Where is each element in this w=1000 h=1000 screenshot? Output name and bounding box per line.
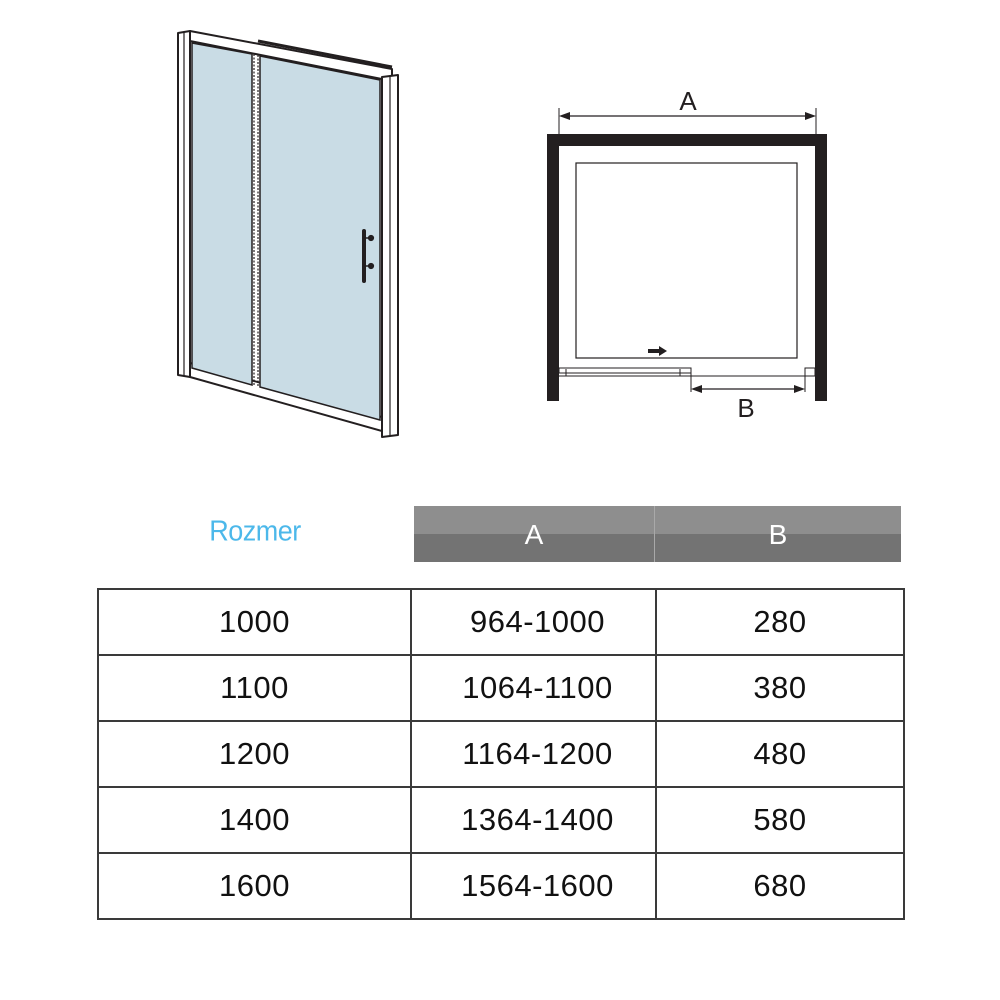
- column-header-a: A: [414, 506, 655, 562]
- size-cell: 1200: [97, 720, 412, 788]
- shower-plan-view-diagram: A B: [547, 86, 827, 423]
- size-cell: 1000: [97, 588, 412, 656]
- dimension-a-cell: 1564-1600: [410, 852, 657, 920]
- table-row: 1200 1164-1200 480: [97, 720, 905, 788]
- dimension-b-cell: 480: [655, 720, 905, 788]
- dimension-b-cell: 680: [655, 852, 905, 920]
- table-row: 1400 1364-1400 580: [97, 786, 905, 854]
- dimension-a-cell: 1164-1200: [410, 720, 657, 788]
- dimension-a-label: A: [679, 86, 697, 116]
- shower-tray-outline: [575, 162, 798, 359]
- door-track: [558, 367, 816, 392]
- size-cell: 1600: [97, 852, 412, 920]
- table-row: 1600 1564-1600 680: [97, 852, 905, 920]
- column-header-b: B: [655, 506, 901, 562]
- dimension-header-band: A B: [414, 506, 902, 562]
- dimension-b-cell: 580: [655, 786, 905, 854]
- dimension-a-cell: 964-1000: [410, 588, 657, 656]
- table-row: 1000 964-1000 280: [97, 588, 905, 656]
- fixed-glass-panel: [191, 42, 253, 386]
- size-column-heading: Rozmer: [209, 514, 301, 547]
- enclosure-walls: [547, 134, 827, 401]
- shower-door-3d-illustration: [177, 30, 399, 438]
- size-cell: 1100: [97, 654, 412, 722]
- dimension-a-cell: 1364-1400: [410, 786, 657, 854]
- size-cell: 1400: [97, 786, 412, 854]
- table-row: 1100 1064-1100 380: [97, 654, 905, 722]
- size-table: 1000 964-1000 280 1100 1064-1100 380 120…: [97, 588, 905, 920]
- dimension-b-cell: 280: [655, 588, 905, 656]
- dimension-a-cell: 1064-1100: [410, 654, 657, 722]
- sliding-glass-panel: [259, 55, 381, 421]
- slide-direction-arrow-icon: [648, 346, 667, 356]
- dimension-a: A: [558, 86, 817, 138]
- dimension-b-label: B: [737, 393, 754, 423]
- door-handle-icon: [362, 229, 375, 283]
- dimension-b-cell: 380: [655, 654, 905, 722]
- glass-panels: [191, 42, 381, 421]
- dimension-b: B: [691, 385, 805, 423]
